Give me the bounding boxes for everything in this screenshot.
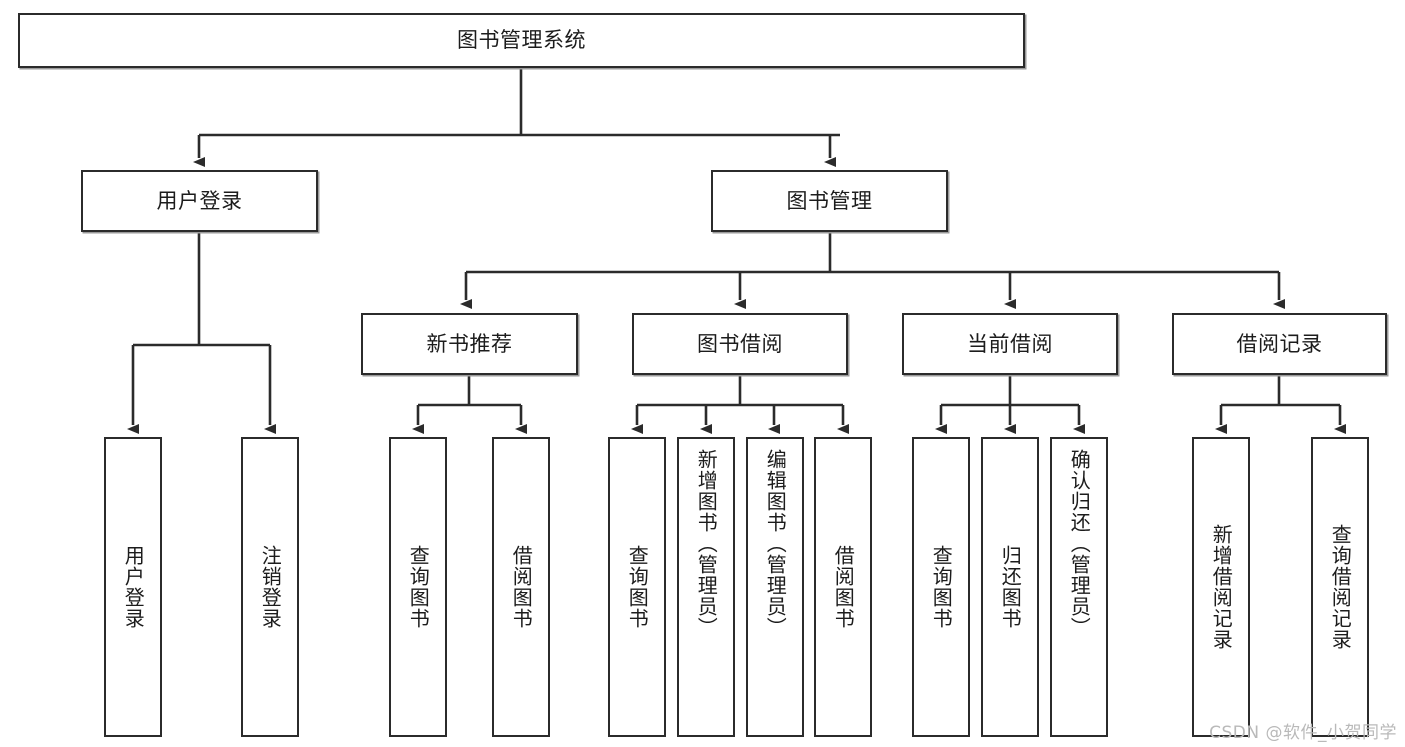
node-label: 编辑图书（管理员）: [763, 449, 788, 638]
node-label: 查询图书: [625, 545, 650, 629]
node-label: 当前借阅: [967, 331, 1053, 356]
node-book-borrowing[interactable]: 图书借阅: [632, 313, 848, 375]
leaf-user-login[interactable]: 用户登录: [104, 437, 162, 737]
leaf-query-borrow-record[interactable]: 查询借阅记录: [1311, 437, 1369, 737]
leaf-query-books-new-rec[interactable]: 查询图书: [389, 437, 447, 737]
node-label: 确认归还（管理员）: [1067, 449, 1092, 638]
node-label: 借阅图书: [509, 545, 534, 629]
leaf-borrow-books[interactable]: 借阅图书: [814, 437, 872, 737]
node-label: 查询借阅记录: [1328, 524, 1353, 650]
leaf-logout[interactable]: 注销登录: [241, 437, 299, 737]
node-label: 图书管理系统: [457, 28, 586, 53]
node-label: 借阅图书: [831, 545, 856, 629]
node-user-login[interactable]: 用户登录: [81, 170, 318, 232]
node-label: 查询图书: [406, 545, 431, 629]
node-label: 注销登录: [258, 545, 283, 629]
node-current-borrowing[interactable]: 当前借阅: [902, 313, 1118, 375]
leaf-borrow-books-new-rec[interactable]: 借阅图书: [492, 437, 550, 737]
node-label: 图书借阅: [697, 331, 783, 356]
leaf-edit-book-admin[interactable]: 编辑图书（管理员）: [746, 437, 804, 737]
leaf-return-books[interactable]: 归还图书: [981, 437, 1039, 737]
node-label: 查询图书: [929, 545, 954, 629]
csdn-watermark: CSDN @软件_小贺同学: [1209, 723, 1397, 743]
node-label: 借阅记录: [1236, 331, 1323, 356]
node-book-management[interactable]: 图书管理: [711, 170, 948, 232]
node-label: 新书推荐: [426, 331, 513, 356]
leaf-add-borrow-record[interactable]: 新增借阅记录: [1192, 437, 1250, 737]
node-label: 用户登录: [156, 188, 243, 213]
node-root-book-management-system[interactable]: 图书管理系统: [18, 13, 1025, 68]
node-label: 新增图书（管理员）: [694, 449, 719, 638]
node-label: 新增借阅记录: [1209, 524, 1234, 650]
node-borrowing-records[interactable]: 借阅记录: [1172, 313, 1387, 375]
leaf-query-books-current[interactable]: 查询图书: [912, 437, 970, 737]
node-label: 归还图书: [998, 545, 1023, 629]
leaf-query-books-borrow[interactable]: 查询图书: [608, 437, 666, 737]
node-label: 图书管理: [786, 188, 873, 213]
leaf-add-book-admin[interactable]: 新增图书（管理员）: [677, 437, 735, 737]
leaf-confirm-return-admin[interactable]: 确认归还（管理员）: [1050, 437, 1108, 737]
node-new-book-recommendation[interactable]: 新书推荐: [361, 313, 578, 375]
node-label: 用户登录: [121, 545, 146, 629]
